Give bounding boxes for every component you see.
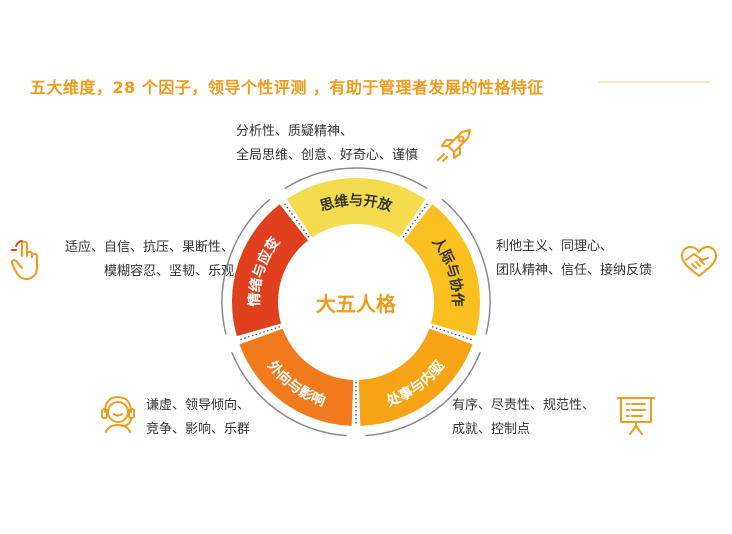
description-line: 有序、尽责性、规范性、 — [452, 398, 596, 413]
segment-divider — [239, 326, 281, 341]
description-line: 分析性、质疑精神、 — [236, 124, 354, 139]
segment-divider — [283, 202, 310, 238]
rocket-icon — [437, 129, 471, 162]
handshake-icon — [681, 246, 717, 277]
wheel-segment — [404, 204, 480, 337]
center-label: 大五人格 — [316, 292, 397, 316]
description-line: 适应、自信、抗压、果断性、 — [64, 240, 234, 255]
description-line: 全局思维、创意、好奇心、谨慎 — [236, 148, 419, 163]
center-circle — [280, 226, 432, 378]
segment-outline-arc — [284, 167, 428, 189]
segment-label: 思维与开放 — [318, 192, 395, 215]
description-left: 适应、自信、抗压、果断性、 模糊容忍、坚韧、乐观 — [56, 236, 234, 284]
presentation-board-icon — [617, 397, 655, 435]
description-line: 模糊容忍、坚韧、乐观 — [103, 264, 234, 279]
wheel-segment — [358, 328, 473, 426]
description-bottom-right: 有序、尽责性、规范性、 成就、控制点 — [452, 394, 595, 442]
description-line: 谦虚、领导倾向、 — [146, 398, 251, 413]
segment-divider — [402, 202, 429, 238]
segment-outline-arc — [441, 198, 491, 335]
description-line: 竞争、影响、乐群 — [146, 422, 251, 437]
headset-person-icon — [101, 396, 135, 433]
wheel-segment — [231, 204, 308, 337]
tap-hand-icon — [10, 240, 38, 280]
headline: 五大维度，28 个因子，领导个性评测 ，有助于管理者发展的性格特征 — [30, 78, 544, 97]
segment-outline-arc — [231, 351, 347, 437]
description-line: 利他主义、同理心、 — [496, 239, 614, 254]
segment-outline-arc — [365, 351, 481, 437]
segment-outline-arc — [221, 198, 271, 335]
description-right: 利他主义、同理心、 团队精神、信任、接纳反馈 — [496, 235, 652, 283]
wheel-segment — [239, 328, 354, 426]
description-top: 分析性、质疑精神、 全局思维、创意、好奇心、谨慎 — [236, 120, 418, 168]
description-bottom-left: 谦虚、领导倾向、 竞争、影响、乐群 — [146, 394, 250, 442]
description-line: 团队精神、信任、接纳反馈 — [496, 263, 653, 278]
wheel-segment — [286, 178, 426, 238]
segment-divider — [431, 326, 473, 341]
decorative-line — [598, 81, 710, 83]
description-line: 成就、控制点 — [452, 422, 531, 437]
